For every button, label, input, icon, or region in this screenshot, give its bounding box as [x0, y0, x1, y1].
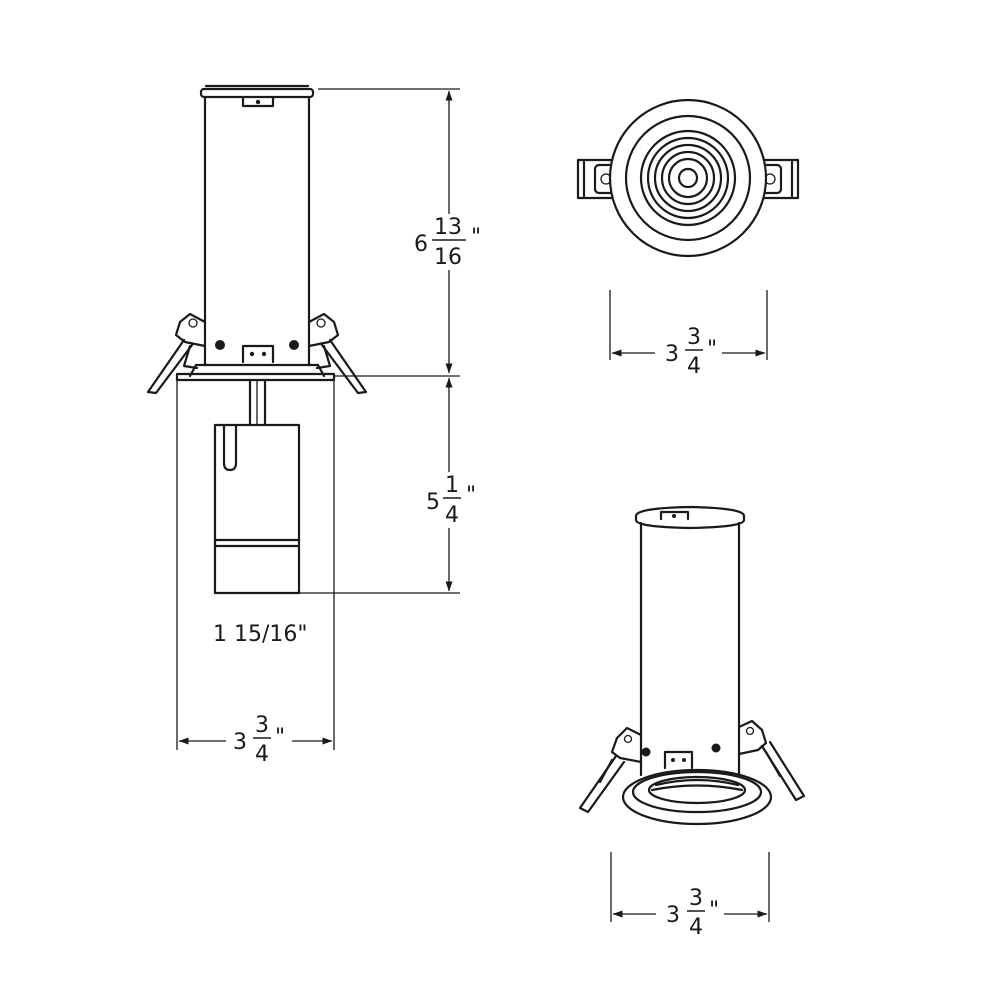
top-view-width-dimension: 3 3 4 ": [609, 290, 768, 379]
iso-trim-ring: [621, 768, 773, 826]
overall-height-whole: 6: [414, 232, 428, 257]
side-view-width-denominator: 4: [255, 742, 269, 767]
side-view: 6 13 16 " 5 1 4 " 1 15/16" 3 3 4 ": [146, 84, 481, 767]
iso-view-width-denominator: 4: [689, 915, 703, 940]
stem-width-label: 1 15/16": [213, 622, 308, 647]
overall-height-denominator: 16: [434, 245, 462, 270]
fixture-height-unit: ": [466, 483, 476, 508]
top-view-width-whole: 3: [665, 342, 679, 367]
fixture-height-whole: 5: [426, 490, 440, 515]
fixture-height-denominator: 4: [445, 503, 459, 528]
overall-height-dimension: 6 13 16 ": [414, 90, 481, 374]
side-view-width-unit: ": [275, 725, 285, 750]
iso-view-width-unit: ": [709, 898, 719, 923]
side-view-width-whole: 3: [233, 730, 247, 755]
housing-can: [188, 84, 326, 378]
fixture-height-dimension: 5 1 4 ": [426, 377, 476, 592]
isometric-view: 3 3 4 ": [578, 505, 806, 940]
top-view-width-unit: ": [707, 337, 717, 362]
lamp-head: [213, 423, 301, 595]
iso-view-width-numerator: 3: [689, 886, 703, 911]
right-mounting-clip: [307, 312, 368, 395]
side-view-width-numerator: 3: [255, 713, 269, 738]
top-view-trim-ring: [608, 98, 768, 258]
adjustable-stem: [248, 378, 267, 427]
top-view-width-numerator: 3: [687, 325, 701, 350]
iso-right-clip: [737, 719, 806, 802]
top-view: 3 3 4 ": [576, 98, 800, 379]
fixture-height-numerator: 1: [445, 473, 459, 498]
left-mounting-clip: [146, 312, 207, 395]
iso-view-width-dimension: 3 3 4 ": [610, 852, 770, 940]
iso-view-width-whole: 3: [666, 903, 680, 928]
top-view-width-denominator: 4: [687, 354, 701, 379]
overall-height-unit: ": [471, 225, 481, 250]
trim-flange: [175, 372, 336, 382]
top-view-left-ear: [576, 158, 626, 200]
side-view-width-dimension: 3 3 4 ": [178, 713, 333, 767]
top-view-lens: [639, 129, 737, 227]
side-view-extension-lines: [176, 88, 460, 750]
iso-housing-can: [634, 505, 746, 777]
overall-height-numerator: 13: [434, 215, 462, 240]
iso-left-clip: [578, 726, 643, 814]
